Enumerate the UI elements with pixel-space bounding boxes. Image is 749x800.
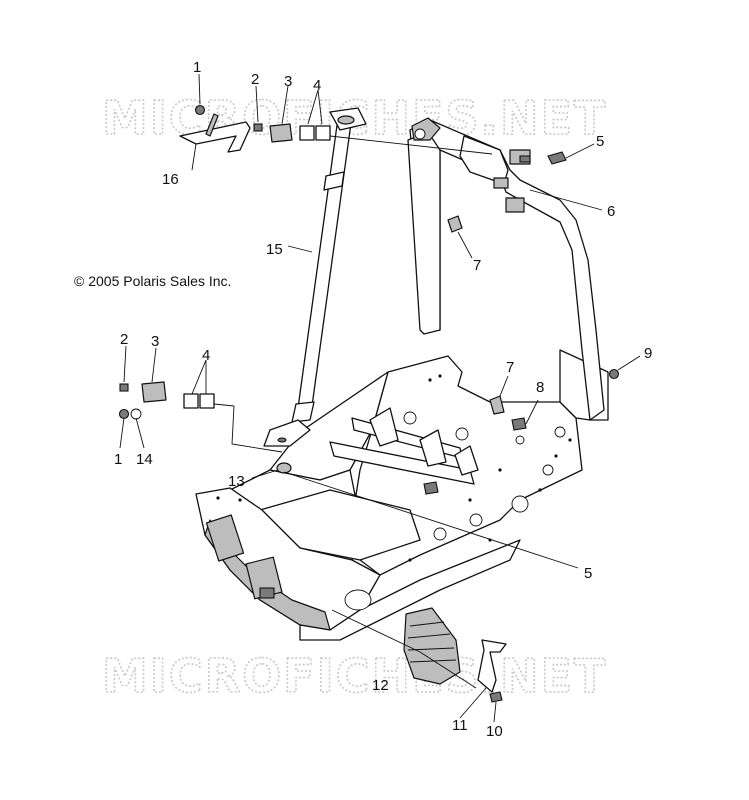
bolt-8 [511, 417, 527, 431]
washer-13 [276, 462, 292, 474]
clamp-3-top [269, 123, 293, 143]
bolt-5-top [547, 151, 567, 165]
callout-8: 8 [536, 379, 544, 396]
bolt-5-lower [423, 481, 439, 495]
callout-14: 14 [136, 451, 153, 468]
callout-7-mid: 7 [506, 359, 514, 376]
callout-12: 12 [372, 677, 389, 694]
callout-11: 11 [452, 717, 468, 734]
callout-labels: 1 2 3 4 16 5 6 7 15 2 3 4 9 7 8 1 14 13 … [114, 59, 652, 740]
clip-7-mid [489, 395, 505, 415]
clip-11 [477, 639, 507, 693]
callout-5-top: 5 [596, 133, 604, 150]
bushing-4-left [183, 393, 215, 409]
callout-1-left: 1 [114, 451, 122, 468]
callout-9: 9 [644, 345, 652, 362]
boot-12 [403, 607, 461, 685]
leader-lines [119, 73, 641, 723]
bolt-2-top [253, 123, 263, 132]
callout-4-left: 4 [202, 347, 210, 364]
chassis-frame [195, 349, 609, 641]
watermark-bottom: MICROFICHES.NET [102, 649, 607, 703]
nut-1-left [118, 408, 130, 420]
steering-post [263, 107, 367, 447]
screw-10 [489, 691, 503, 703]
callout-2-left: 2 [120, 331, 128, 348]
clip-7-top [447, 215, 463, 233]
bolt-2-left [119, 383, 129, 392]
nut-1-top [194, 104, 206, 116]
callout-1-top: 1 [193, 59, 201, 76]
washer-14 [130, 408, 142, 420]
callout-3-top: 3 [284, 73, 292, 90]
clamp-3-left [141, 381, 167, 403]
callout-5-lower: 5 [584, 565, 592, 582]
callout-6: 6 [607, 203, 615, 220]
callout-2-top: 2 [251, 71, 259, 88]
callout-4-top: 4 [313, 77, 321, 94]
bushing-4-top [299, 125, 331, 141]
callout-3-left: 3 [151, 333, 159, 350]
callout-10: 10 [486, 723, 503, 740]
callout-16: 16 [162, 171, 179, 188]
bracket-16 [179, 113, 251, 153]
callout-7-top: 7 [473, 257, 481, 274]
nut-9 [608, 368, 620, 380]
callout-13: 13 [228, 473, 245, 490]
callout-15: 15 [266, 241, 283, 258]
copyright-text: © 2005 Polaris Sales Inc. [74, 273, 231, 289]
rear-bumper-loop [407, 117, 605, 421]
